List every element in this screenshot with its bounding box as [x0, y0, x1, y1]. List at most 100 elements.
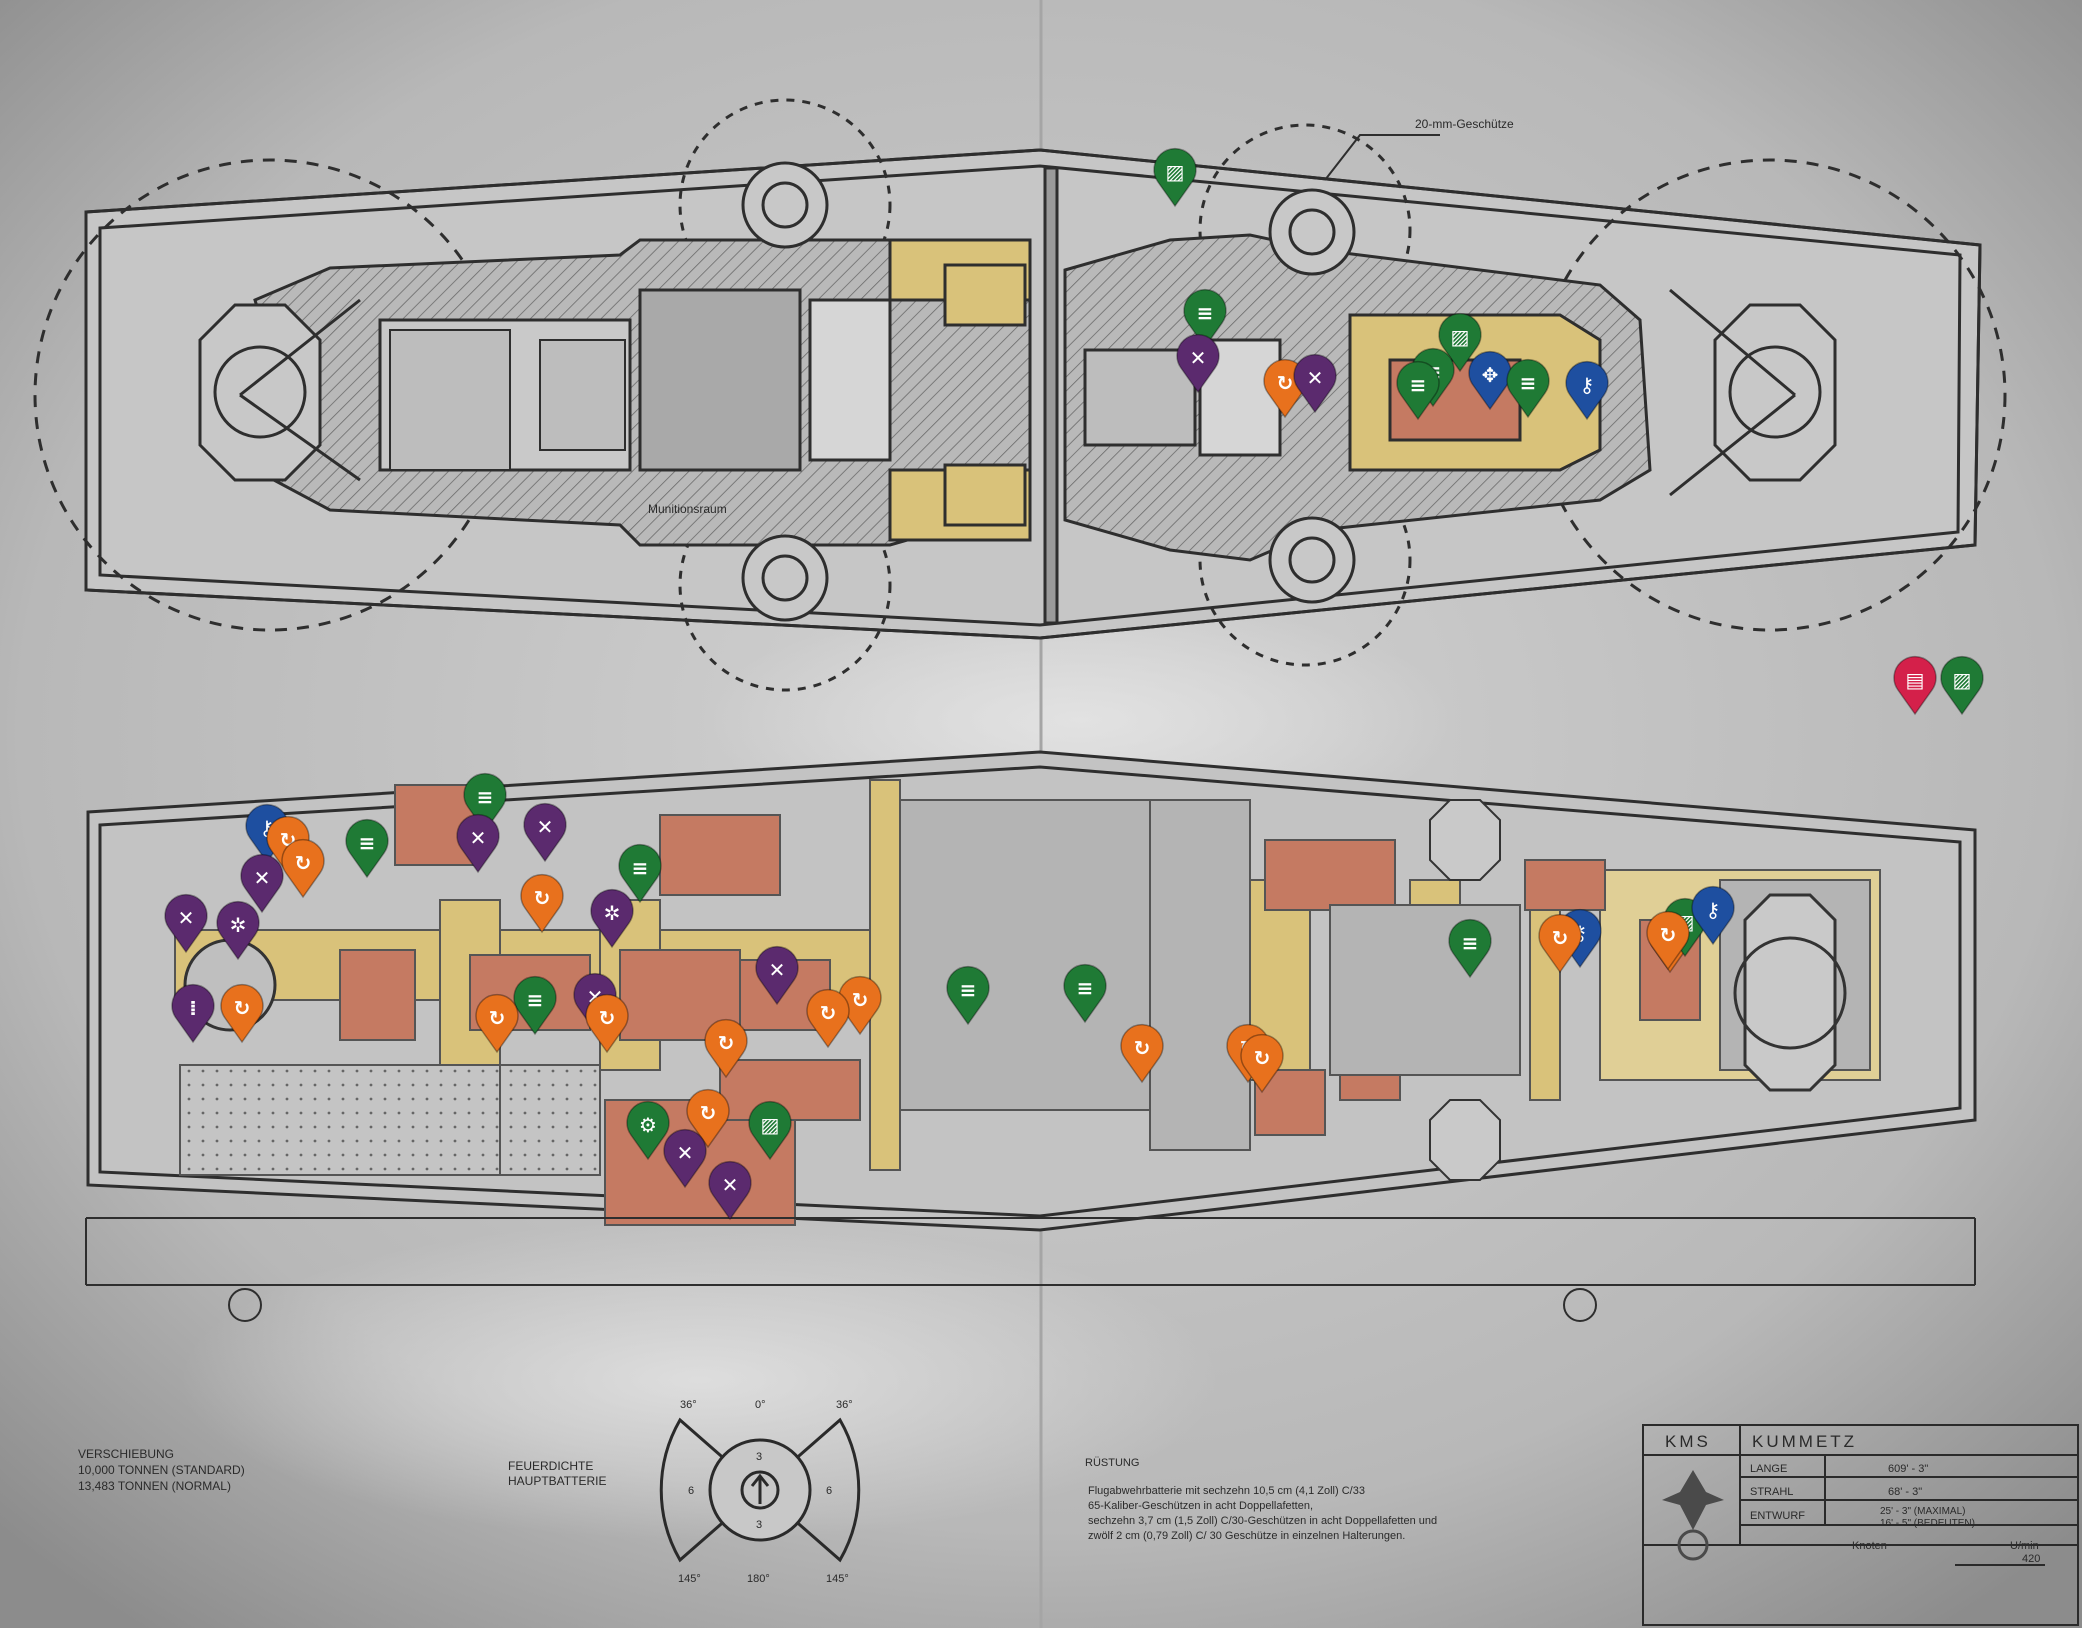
map-marker-document[interactable]: ≡ — [946, 966, 990, 1026]
map-marker-crossed-tools[interactable]: ✕ — [663, 1129, 707, 1189]
map-marker-swirl[interactable]: ↻ — [1538, 914, 1582, 974]
displacement-heading: VERSCHIEBUNG — [78, 1447, 174, 1461]
map-marker-document[interactable]: ≡ — [1063, 964, 1107, 1024]
paper-stain — [180, 1220, 1220, 1540]
marker-pin-shape — [1940, 656, 1984, 716]
marker-pin-shape — [1063, 964, 1107, 1024]
arc-label-top-right: 36° — [836, 1399, 853, 1411]
marker-pin-shape — [585, 994, 629, 1054]
map-marker-swirl[interactable]: ↻ — [281, 839, 325, 899]
map-marker-document[interactable]: ≡ — [1183, 289, 1227, 349]
map-marker-crossed-tools[interactable]: ✕ — [240, 854, 284, 914]
marker-pin-shape — [755, 946, 799, 1006]
map-marker-book[interactable]: ▤ — [1893, 656, 1937, 716]
swirl-icon: ↻ — [1277, 371, 1294, 395]
crossed-tools-icon: ✕ — [178, 906, 195, 930]
map-marker-document[interactable]: ≡ — [1448, 919, 1492, 979]
map-marker-crossed-tools[interactable]: ✕ — [755, 946, 799, 1006]
marker-pin-shape — [1120, 1024, 1164, 1084]
map-marker-swirl[interactable]: ↻ — [1646, 911, 1690, 971]
map-marker-gear[interactable]: ✲ — [216, 901, 260, 961]
map-marker-crossed-tools[interactable]: ✕ — [1176, 334, 1220, 394]
ammo-icon: ⁞ — [189, 996, 197, 1020]
displacement-standard: 10,000 TONNEN (STANDARD) — [78, 1463, 245, 1477]
battery-line-1: FEUERDICHTE — [508, 1459, 593, 1473]
map-marker-crossed-tools[interactable]: ✕ — [164, 894, 208, 954]
map-marker-key[interactable]: ⚷ — [1691, 886, 1735, 946]
document-icon: ≡ — [1410, 373, 1427, 397]
beam-label: STRAHL — [1750, 1486, 1793, 1498]
marker-pin-shape — [1691, 886, 1735, 946]
map-marker-ammo[interactable]: ⁞ — [171, 984, 215, 1044]
map-marker-image[interactable]: ▨ — [1438, 313, 1482, 373]
map-marker-swirl[interactable]: ↻ — [1120, 1024, 1164, 1084]
map-marker-swirl[interactable]: ↻ — [704, 1019, 748, 1079]
marker-pin-shape — [626, 1101, 670, 1161]
arc-label-ring-top: 3 — [756, 1451, 762, 1463]
map-marker-swirl[interactable]: ↻ — [585, 994, 629, 1054]
arc-label-bottom: 180° — [747, 1573, 770, 1585]
swirl-icon: ↻ — [700, 1101, 717, 1125]
map-marker-image[interactable]: ▨ — [1940, 656, 1984, 716]
map-marker-swirl[interactable]: ↻ — [475, 994, 519, 1054]
marker-pin-shape — [266, 816, 310, 876]
keel-scale — [85, 1217, 1976, 1322]
map-marker-document[interactable]: ≡ — [345, 819, 389, 879]
marker-pin-shape — [686, 1089, 730, 1149]
map-marker-crossed-tools[interactable]: ✕ — [456, 814, 500, 874]
map-marker-key[interactable]: ⚷ — [1565, 361, 1609, 421]
marker-pin-shape — [1176, 334, 1220, 394]
map-marker-crossed-tools[interactable]: ✕ — [708, 1161, 752, 1221]
map-marker-document[interactable]: ≡ — [1396, 361, 1440, 421]
document-icon: ≡ — [359, 831, 376, 855]
map-marker-document[interactable]: ≡ — [463, 773, 507, 833]
swirl-icon: ↻ — [1134, 1036, 1151, 1060]
beam-value: 68' - 3" — [1888, 1486, 1922, 1498]
image-icon: ▨ — [1953, 668, 1972, 692]
marker-pin-shape — [1893, 656, 1937, 716]
arc-label-top-left: 36° — [680, 1399, 697, 1411]
map-marker-swirl[interactable]: ↻ — [686, 1089, 730, 1149]
marker-pin-shape — [463, 773, 507, 833]
ship-name: KUMMETZ — [1752, 1432, 1857, 1451]
document-icon: ≡ — [1520, 371, 1537, 395]
battery-block: FEUERDICHTE HAUPTBATTERIE — [508, 1459, 606, 1488]
map-marker-crossed-tools[interactable]: ✕ — [523, 803, 567, 863]
crossed-tools-icon: ✕ — [470, 826, 487, 850]
map-marker-swirl[interactable]: ↻ — [220, 984, 264, 1044]
marker-pin-shape — [708, 1161, 752, 1221]
map-marker-swirl[interactable]: ↻ — [806, 989, 850, 1049]
draft-label: ENTWURF — [1750, 1510, 1805, 1522]
map-marker-swirl[interactable]: ↻ — [266, 816, 310, 876]
crossed-tools-icon: ✕ — [254, 866, 271, 890]
map-marker-document[interactable]: ≡ — [513, 976, 557, 1036]
map-marker-swirl[interactable]: ↻ — [1240, 1034, 1284, 1094]
swirl-icon: ↻ — [820, 1001, 837, 1025]
speed-label: Knoten — [1852, 1540, 1887, 1552]
armament-line-3: sechzehn 3,7 cm (1,5 Zoll) C/30-Geschütz… — [1088, 1515, 1437, 1527]
map-marker-document[interactable]: ≡ — [618, 844, 662, 904]
crossed-tools-icon: ✕ — [677, 1141, 694, 1165]
gear-icon: ✲ — [230, 913, 247, 937]
armament-line-2: 65-Kaliber-Geschützen in acht Doppellafe… — [1088, 1500, 1313, 1512]
map-marker-image[interactable]: ▨ — [1153, 148, 1197, 208]
arc-label-bottom-right: 145° — [826, 1573, 849, 1585]
arc-label-bottom-left: 145° — [678, 1573, 701, 1585]
map-marker-settings[interactable]: ⚙ — [626, 1101, 670, 1161]
book-icon: ▤ — [1906, 668, 1925, 692]
marker-pin-shape — [281, 839, 325, 899]
image-icon: ▨ — [761, 1113, 780, 1137]
firing-arc-diagram — [659, 1417, 861, 1563]
marker-pin-shape — [946, 966, 990, 1026]
swirl-icon: ↻ — [1552, 926, 1569, 950]
swirl-icon: ↻ — [1660, 923, 1677, 947]
marker-pin-shape — [456, 814, 500, 874]
map-marker-gear[interactable]: ✲ — [590, 889, 634, 949]
map-marker-image[interactable]: ▨ — [748, 1101, 792, 1161]
map-marker-crossed-tools[interactable]: ✕ — [1293, 354, 1337, 414]
document-icon: ≡ — [960, 978, 977, 1002]
map-marker-document[interactable]: ≡ — [1506, 359, 1550, 419]
map-marker-swirl[interactable]: ↻ — [520, 874, 564, 934]
